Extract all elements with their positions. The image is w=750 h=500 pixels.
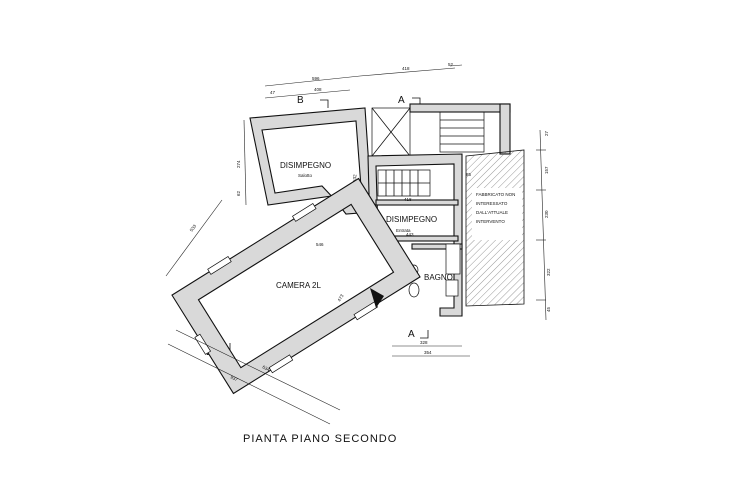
note-line-4: INTERVENTO bbox=[476, 219, 505, 224]
room-bagno: BAGNO bbox=[408, 243, 463, 298]
left-dimension-lines: 274 62 533 bbox=[165, 119, 247, 277]
dim-533: 533 bbox=[189, 223, 198, 232]
toilet bbox=[408, 282, 420, 298]
svg-text:B: B bbox=[297, 95, 304, 106]
note-line-1: FABBRICATO NON bbox=[476, 192, 515, 197]
top-dimension-lines: 596 418 52 408 47 bbox=[264, 62, 463, 99]
dim-52: 52 bbox=[448, 62, 454, 67]
right-dimension-lines: 27 157 230 322 45 bbox=[536, 129, 551, 321]
shower-tray bbox=[445, 279, 459, 297]
room-name-bagno: BAGNO bbox=[424, 273, 453, 282]
room-name-disimpegno-2: DISIMPEGNO bbox=[386, 215, 437, 224]
dim-322: 322 bbox=[546, 268, 551, 276]
dim-596: 596 bbox=[312, 76, 320, 81]
dim-443: 443 bbox=[406, 232, 414, 237]
note-line-3: DALL'ATTUALE bbox=[476, 210, 508, 215]
svg-text:A: A bbox=[408, 329, 415, 340]
dim-418-mid: 418 bbox=[404, 197, 412, 202]
dim-274: 274 bbox=[236, 160, 241, 168]
dim-418-top: 418 bbox=[402, 66, 410, 71]
unaffected-building: FABBRICATO NON INTERESSATO DALL'ATTUALE … bbox=[465, 149, 525, 307]
dim-45: 45 bbox=[546, 306, 551, 312]
dim-546: 546 bbox=[316, 242, 324, 247]
dim-473: 473 bbox=[337, 293, 345, 302]
dim-634: 634 bbox=[262, 364, 271, 372]
room-sub-salotto: Salotto bbox=[298, 173, 313, 178]
dim-62: 62 bbox=[236, 190, 241, 196]
stairs-top bbox=[371, 103, 511, 157]
dim-157: 157 bbox=[544, 166, 549, 174]
room-camera-2l bbox=[171, 177, 421, 395]
dim-230: 230 bbox=[544, 210, 549, 218]
dim-27: 27 bbox=[544, 130, 549, 136]
section-marker-a-bottom: A bbox=[408, 329, 429, 340]
plan-title: PIANTA PIANO SECONDO bbox=[243, 433, 397, 445]
dim-328: 328 bbox=[420, 340, 428, 345]
dim-47: 47 bbox=[270, 90, 276, 95]
svg-text:A: A bbox=[398, 95, 405, 106]
room-name-camera: CAMERA 2L bbox=[276, 281, 321, 290]
dim-937: 937 bbox=[230, 374, 239, 382]
dim-408: 408 bbox=[314, 87, 322, 92]
section-marker-b-top: B bbox=[297, 95, 329, 108]
note-line-2: INTERESSATO bbox=[476, 201, 508, 206]
room-name-disimpegno-1: DISIMPEGNO bbox=[280, 161, 331, 170]
bathtub bbox=[445, 243, 461, 275]
dim-532: 532 bbox=[352, 174, 357, 182]
room-sub-entrata: Entrata bbox=[396, 228, 411, 233]
dim-354: 354 bbox=[424, 350, 432, 355]
bottom-dimension-lines: 328 354 634 937 bbox=[167, 329, 470, 425]
north-arrow-icon bbox=[370, 288, 384, 308]
